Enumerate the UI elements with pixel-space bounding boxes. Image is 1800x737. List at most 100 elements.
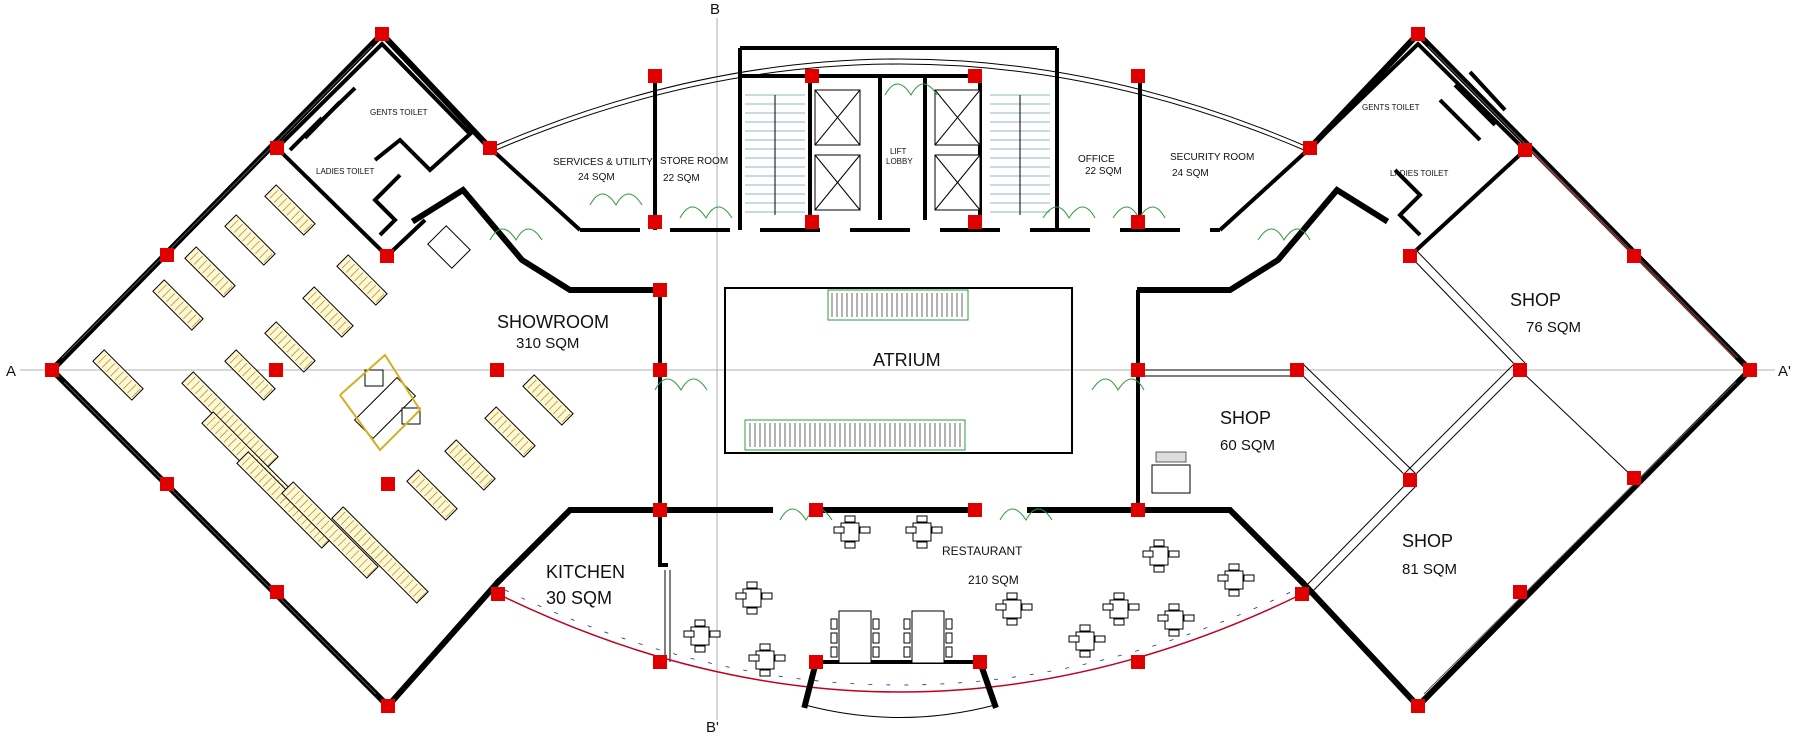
column xyxy=(653,503,667,517)
atrium-name: ATRIUM xyxy=(873,350,941,370)
ladies-toilet-left: LADIES TOILET xyxy=(316,167,375,176)
gents-toilet-right: GENTS TOILET xyxy=(1362,103,1420,112)
shelf-unit xyxy=(264,321,316,373)
right-glazing-bottom xyxy=(1423,381,1737,695)
entrance-right-wall xyxy=(976,658,999,709)
column xyxy=(1411,699,1425,713)
column xyxy=(809,503,823,517)
shelf-unit xyxy=(331,506,429,604)
column xyxy=(1131,215,1145,229)
column xyxy=(45,363,59,377)
room-labels: A A' B B' SHOWROOM 310 SQM ATRIUM KITCHE… xyxy=(6,1,1791,736)
shelf-unit xyxy=(184,246,236,298)
escalator-bottom xyxy=(744,419,966,451)
column xyxy=(1295,587,1309,601)
column xyxy=(1403,473,1417,487)
security-right-wall xyxy=(1218,146,1312,232)
column xyxy=(1403,249,1417,263)
column xyxy=(160,477,174,491)
column xyxy=(160,248,174,262)
armchair-left xyxy=(364,369,384,387)
shelf-unit xyxy=(336,254,388,306)
office-area: 22 SQM xyxy=(1085,166,1122,177)
column xyxy=(1131,69,1145,83)
column xyxy=(1131,655,1145,669)
shop-81-area: 81 SQM xyxy=(1402,561,1457,578)
shop81-right-partition xyxy=(1519,369,1635,479)
restaurant-area: 210 SQM xyxy=(968,573,1019,587)
lift-shafts xyxy=(814,89,981,211)
left-toilet-lower-wall xyxy=(275,146,427,259)
column xyxy=(1518,143,1532,157)
right-toilet-step-wall xyxy=(1393,168,1423,237)
kitchen-wall-top xyxy=(658,510,668,567)
door-swing xyxy=(1042,206,1096,219)
column xyxy=(1627,471,1641,485)
atrium-void xyxy=(724,287,1073,454)
showroom-sofa-set xyxy=(339,353,422,452)
restaurant-tables xyxy=(683,515,1255,677)
left-toilet-partition-3 xyxy=(288,116,324,152)
ladies-toilet-right: LADIES TOILET xyxy=(1390,169,1449,178)
shop-upper-wall xyxy=(1137,186,1390,293)
door-swing xyxy=(1257,228,1311,241)
column xyxy=(1513,585,1527,599)
column xyxy=(1303,141,1317,155)
column xyxy=(648,215,662,229)
column xyxy=(968,215,982,229)
column xyxy=(490,363,504,377)
security-area: 24 SQM xyxy=(1172,168,1209,179)
top-arc-inner xyxy=(495,63,1305,151)
shelf-unit xyxy=(92,349,144,401)
dining-table xyxy=(833,515,871,549)
shop81-partition xyxy=(1409,369,1521,481)
column xyxy=(269,363,283,377)
lift-lobby-name-1: LIFT xyxy=(890,147,907,156)
services-left-wall xyxy=(488,146,582,232)
door-swing xyxy=(1091,378,1145,391)
dining-table xyxy=(748,643,786,677)
dining-table xyxy=(1068,624,1106,658)
top-arc-curtain-wall xyxy=(489,58,1311,149)
column xyxy=(1131,363,1145,377)
column xyxy=(483,141,497,155)
column xyxy=(1627,249,1641,263)
showroom-upper-wall xyxy=(410,186,663,293)
lift-lobby-name-2: LOBBY xyxy=(886,157,913,166)
dining-table xyxy=(1217,563,1255,597)
rug-outline xyxy=(339,353,422,452)
shelf-unit xyxy=(281,481,379,579)
shop-76-name: SHOP xyxy=(1510,290,1561,310)
kitchen-area: 30 SQM xyxy=(546,588,612,608)
shelf-unit xyxy=(264,184,316,236)
security-name: SECURITY ROOM xyxy=(1170,152,1254,163)
column xyxy=(805,215,819,229)
door-swing xyxy=(884,83,938,96)
column xyxy=(968,503,982,517)
column xyxy=(653,283,667,297)
shelf-unit xyxy=(406,469,458,521)
shelf-unit xyxy=(302,286,354,338)
shelf-unit xyxy=(236,451,334,549)
column xyxy=(381,699,395,713)
left-glazing-bottom xyxy=(63,381,377,695)
column xyxy=(968,69,982,83)
entrance-arc xyxy=(804,704,996,718)
reception-desk xyxy=(427,225,471,269)
shop-76-area: 76 SQM xyxy=(1526,319,1581,336)
shop81-left-partition xyxy=(1301,479,1411,591)
shop-60-area: 60 SQM xyxy=(1220,437,1275,454)
stair-cores xyxy=(745,94,1050,215)
gents-toilet-left: GENTS TOILET xyxy=(370,108,428,117)
shop-60-name: SHOP xyxy=(1220,408,1271,428)
column xyxy=(381,477,395,491)
column xyxy=(805,69,819,83)
column xyxy=(375,27,389,41)
long-dining-table xyxy=(903,610,953,664)
section-axes xyxy=(20,18,1775,720)
services-area: 24 SQM xyxy=(578,172,615,183)
dining-table xyxy=(995,592,1033,626)
center-block xyxy=(488,46,1312,718)
door-swing xyxy=(589,193,643,206)
left-toilet-walls xyxy=(275,41,473,173)
